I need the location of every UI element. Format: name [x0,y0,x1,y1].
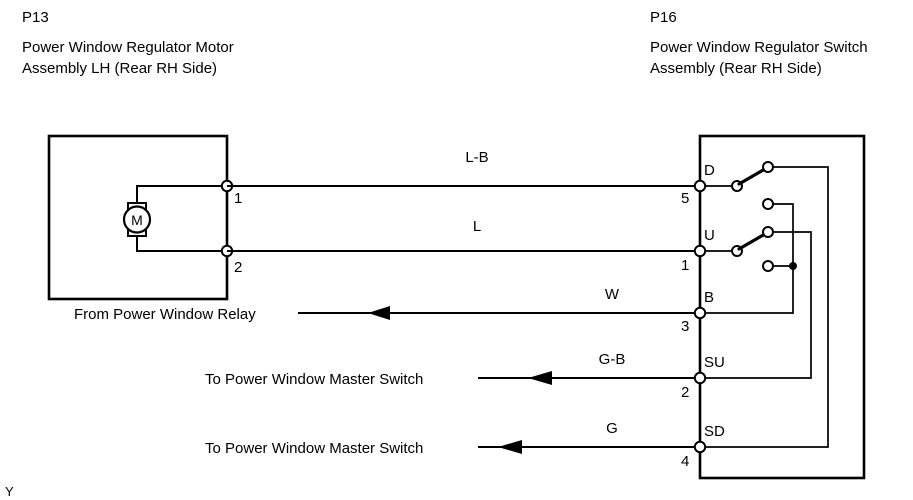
wire-label-gb: G-B [599,351,626,368]
flow-label-from-power-window-relay: From Power Window Relay [74,306,256,323]
wire-w-arrow-icon [368,306,390,320]
motor-body-circle [122,205,152,234]
switch-terminal-d-node [693,179,707,193]
switch-terminal-u-number: 1 [681,257,689,274]
motor-letter-m: M [131,212,143,228]
switch-terminal-u-label: U [704,227,715,244]
switch-terminal-sd-number: 4 [681,453,689,470]
switch-u-middle-to-su-route [700,231,812,379]
switch-d-contact-node [762,161,774,173]
switch-u-upper-to-b-route [700,203,794,314]
wire-label-w: W [605,286,620,303]
switch-d-blade [737,167,767,186]
motor-terminal-2-number: 2 [234,259,242,276]
wire-label-lb: L-B [465,149,488,166]
motor-connector-box [47,134,229,301]
corner-mark-letter: Y [5,484,14,499]
switch-terminal-sd-node [693,440,707,454]
motor-symbol: M [122,202,152,237]
switch-u-middle-contact-node [762,226,774,238]
flow-label-to-master-switch-gb: To Power Window Master Switch [205,371,423,388]
connector-desc-p13-line1: Power Window Regulator Motor [22,39,234,56]
switch-terminal-b-label: B [704,289,714,306]
connector-desc-p16-line2: Assembly (Rear RH Side) [650,60,822,77]
connector-desc-p13-line2: Assembly LH (Rear RH Side) [22,60,217,77]
flow-label-to-master-switch-g: To Power Window Master Switch [205,440,423,457]
wire-g-arrow-icon [498,440,522,454]
switch-u-lower-contact-node [762,260,774,272]
switch-terminal-su-node [693,371,707,385]
connector-code-p16: P16 [650,9,677,26]
switch-terminal-su-number: 2 [681,384,689,401]
switch-u-upper-contact-node [762,198,774,210]
wire-label-g: G [606,420,618,437]
header-left: P13 Power Window Regulator Motor Assembl… [22,9,234,77]
switch-terminal-b-number: 3 [681,318,689,335]
connector-desc-p16-line1: Power Window Regulator Switch [650,39,868,56]
motor-terminal-1-number: 1 [234,190,242,207]
connector-code-p13: P13 [22,9,49,26]
switch-terminal-u-node [693,244,707,258]
switch-junction-dot [789,262,797,270]
switch-terminal-d-number: 5 [681,190,689,207]
switch-terminal-d-label: D [704,162,715,179]
switch-d-to-sd-route [700,166,829,448]
motor-wire-bottom [136,236,227,252]
switch-terminal-sd-label: SD [704,423,725,440]
switch-terminal-su-label: SU [704,354,725,371]
switch-terminal-b-node [693,306,707,320]
switch-u-blade [737,232,767,251]
header-right: P16 Power Window Regulator Switch Assemb… [650,9,868,77]
motor-wire-top [136,185,227,203]
wire-label-l: L [473,218,481,235]
wire-gb-arrow-icon [528,371,552,385]
